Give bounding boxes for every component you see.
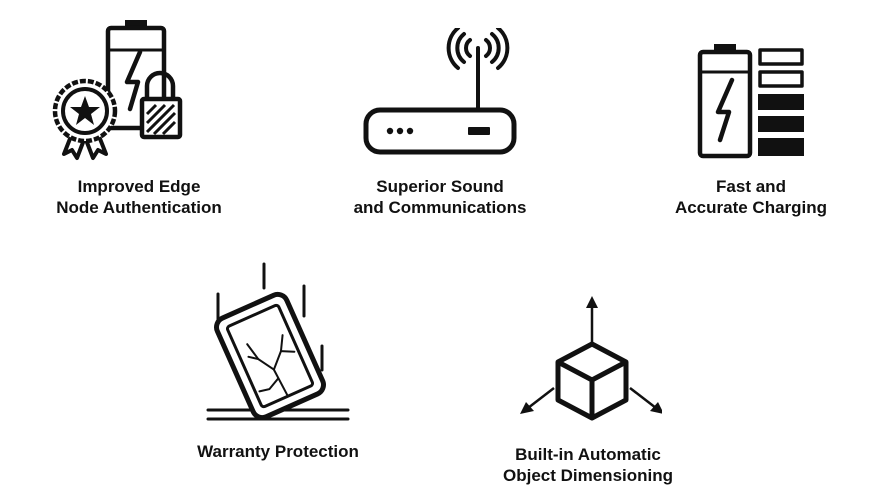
battery-level-icon [697,44,804,159]
cube-axes-icon [520,296,662,421]
feature-caption: Warranty Protection [197,442,359,461]
dropped-phone-icon [206,262,350,421]
router-icon [363,28,517,155]
feature-caption: Superior Sound and Communications [353,177,527,217]
battery-badge-lock-icon [52,20,183,160]
feature-caption: Built-in Automatic Object Dimensioning [502,445,674,485]
feature-caption: Fast and Accurate Charging [674,177,828,217]
feature-caption: Improved Edge Node Authentication [56,177,222,217]
